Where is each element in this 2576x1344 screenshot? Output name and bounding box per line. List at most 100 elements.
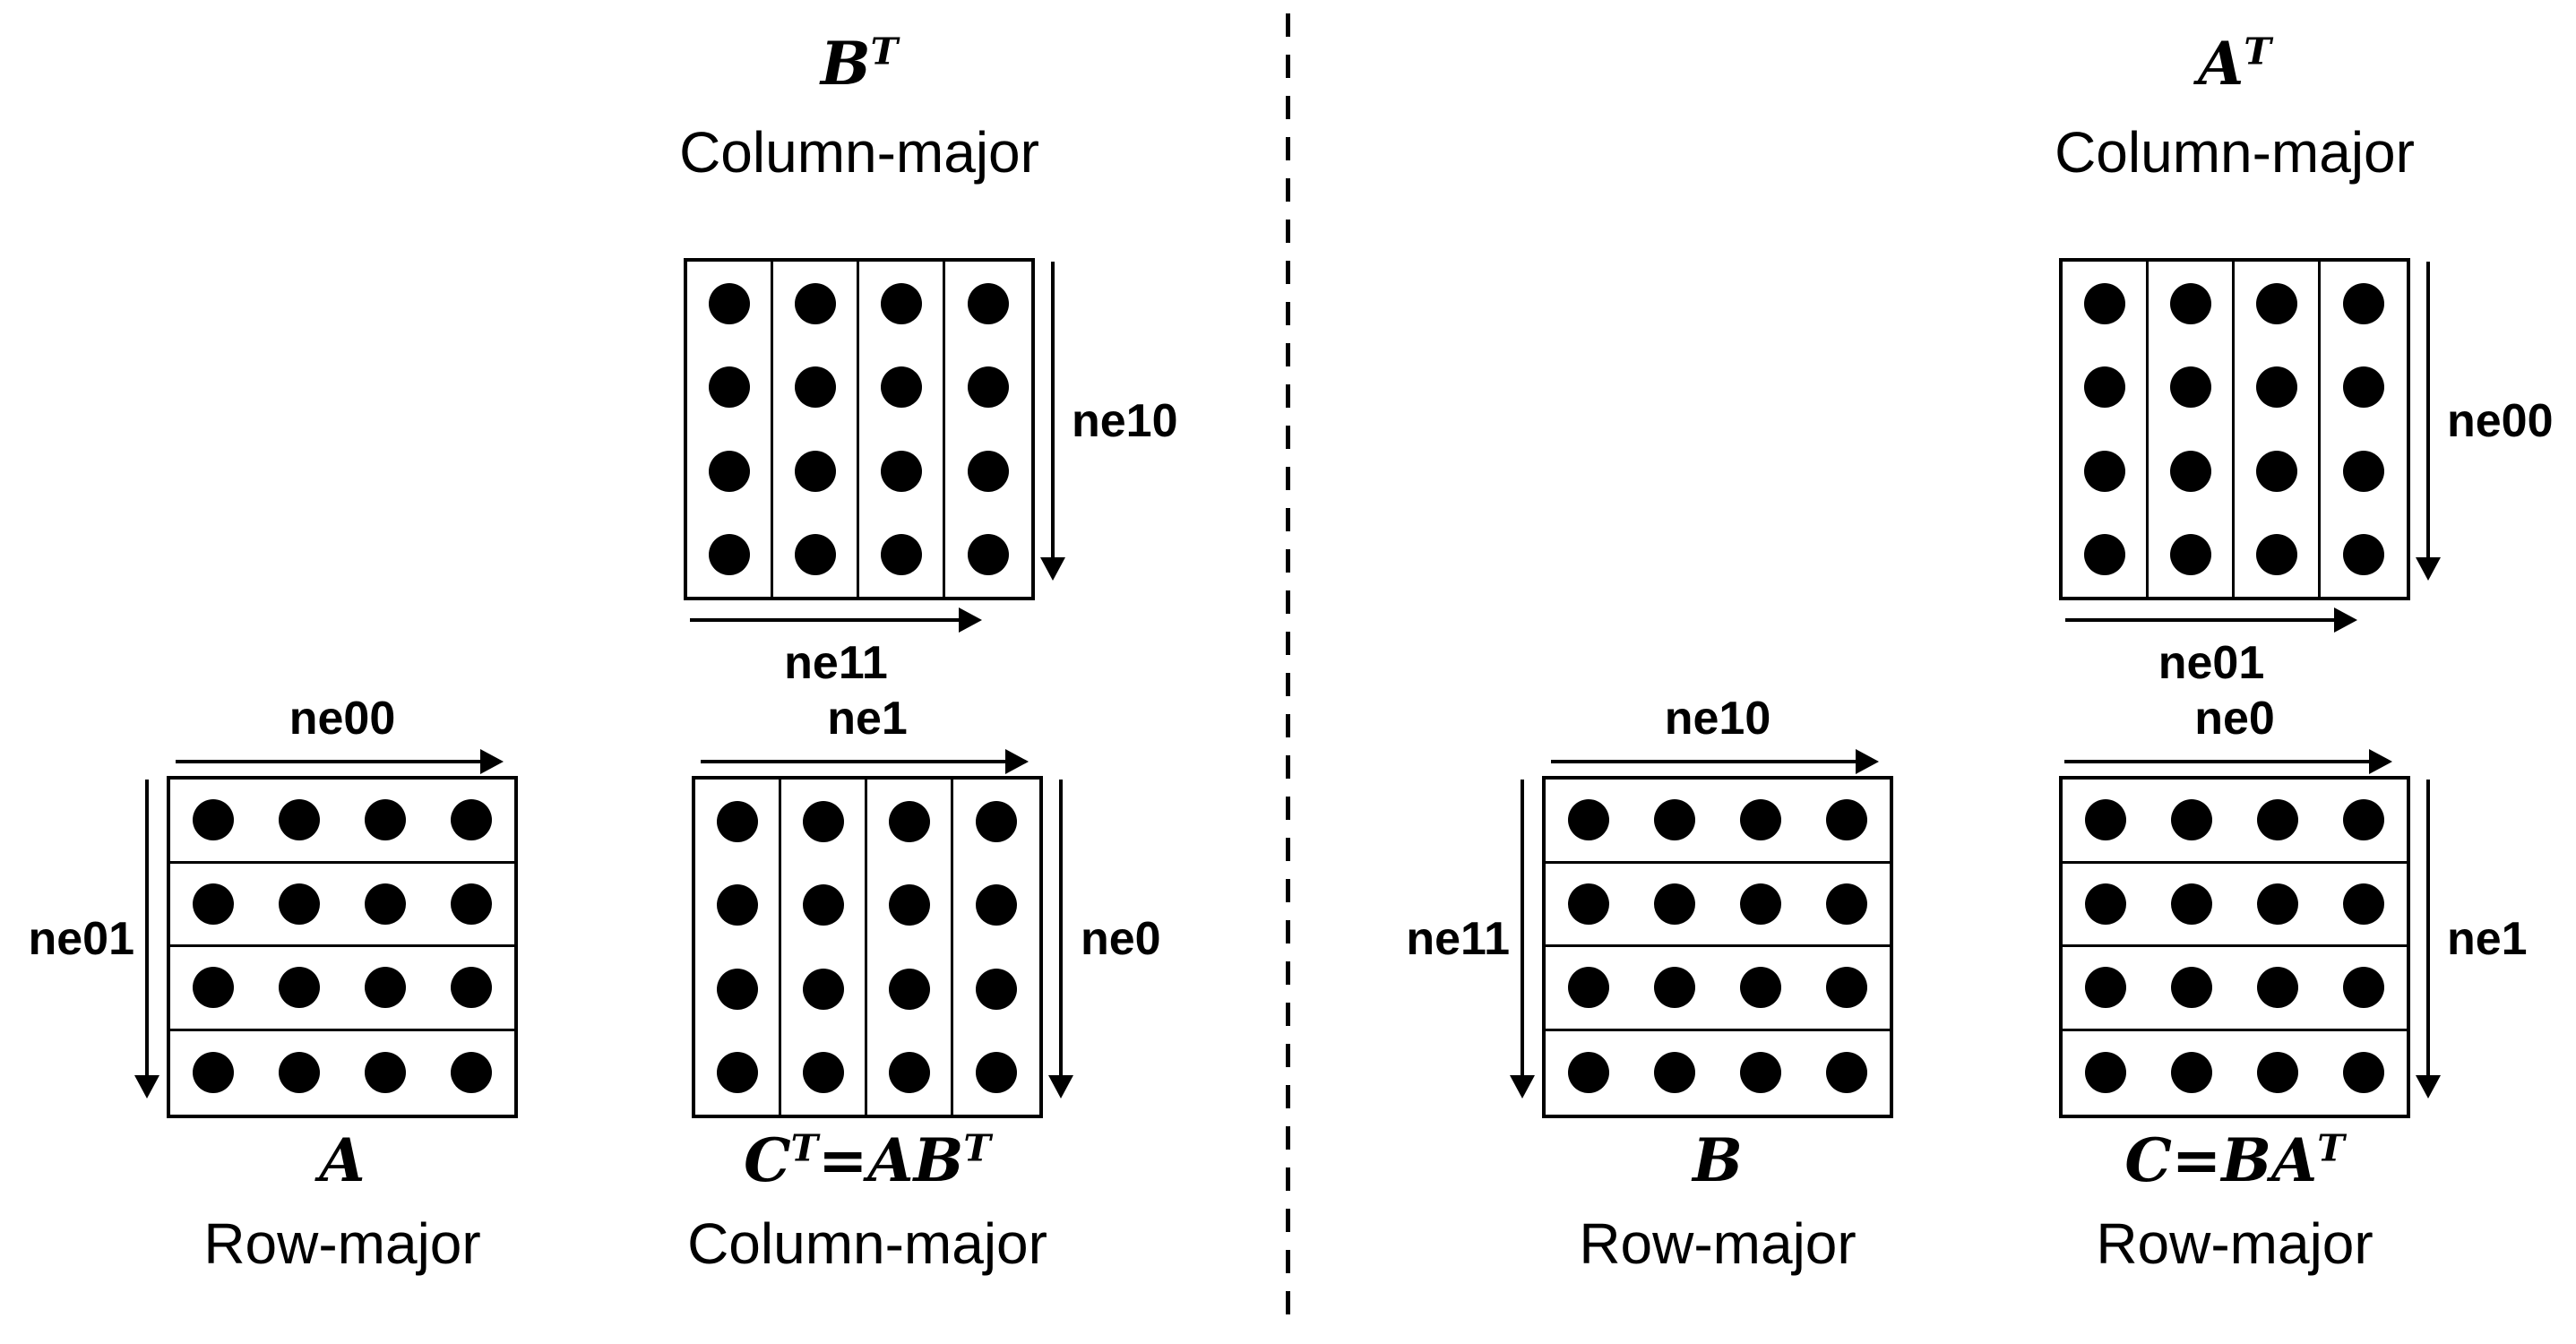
matrix-element-dot [193,1052,234,1094]
dim-label-ne10: ne10 [1664,693,1771,745]
matrix-row-strip [170,864,514,947]
dim-label-ne11: ne11 [784,637,888,689]
matrix-row-strip [1546,780,1890,864]
arrow-down-icon [1051,262,1055,557]
matrix-element-dot [193,883,234,925]
matrix-column-strip [687,262,773,597]
matrix-element-dot [2257,967,2298,1009]
matrix-element-dot [1568,1052,1609,1094]
matrix-row-strip [2063,864,2407,947]
matrix-element-dot [888,968,930,1010]
matrix-element-dot [2343,967,2384,1009]
matrix-element-dot [1826,883,1867,925]
dim-label-ne0: ne0 [1081,913,1161,965]
matrix-grid [167,776,518,1118]
matrix-element-dot [2085,967,2126,1009]
matrix-row-strip [170,947,514,1031]
matrix-element-dot [2255,282,2297,324]
matrix-element-dot [2171,967,2212,1009]
matrix-column-strip [2063,262,2149,597]
matrix-element-dot [802,1052,844,1094]
matrix-row-strip [1546,1031,1890,1116]
matrix-element-dot [2343,366,2384,409]
storage-order-label: Column-major [687,1211,1047,1276]
storage-order-label: Column-major [679,120,1039,185]
matrix-element-dot [2171,883,2212,925]
matrix-grid [692,776,1043,1118]
matrix-element-dot [1740,883,1781,925]
matrix-element-dot [2343,883,2384,925]
matrix-element-dot [880,450,922,492]
matrix-name-label: BT [820,29,899,99]
matrix-element-dot [888,800,930,842]
matrix-name-label: AT [2198,29,2271,99]
matrix-row-strip [2063,947,2407,1031]
matrix-column-strip [953,780,1039,1115]
matrix-element-dot [716,1052,758,1094]
matrix-element-dot [880,366,922,409]
matrix-column-strip [867,780,953,1115]
matrix-element-dot [968,450,1009,492]
matrix-element-dot [2169,534,2211,576]
matrix-column-strip [2235,262,2321,597]
matrix-element-dot [279,1052,320,1094]
matrix-element-dot [2085,883,2126,925]
matrix-element-dot [2169,450,2211,492]
matrix-element-dot [1654,883,1695,925]
matrix-element-dot [968,534,1009,576]
matrix-name-label: A [319,1125,366,1195]
matrix-element-dot [365,967,406,1009]
matrix-element-dot [2343,1052,2384,1094]
matrix-element-dot [1568,799,1609,841]
matrix-name-label: CT=ABT [744,1125,991,1195]
arrow-right-icon [701,760,1005,763]
matrix-element-dot [880,282,922,324]
matrix-column-strip [773,262,859,597]
matrix-grid [2059,258,2410,600]
matrix-row-strip [2063,780,2407,864]
matrix-element-dot [716,968,758,1010]
storage-order-label: Row-major [1579,1211,1857,1276]
divider-dashed-line [1286,13,1290,1331]
matrix-row-strip [1546,947,1890,1031]
matrix-element-dot [976,1052,1017,1094]
matrix-element-dot [365,1052,406,1094]
matrix-element-dot [2255,450,2297,492]
matrix-element-dot [2083,282,2125,324]
arrow-down-icon [1059,780,1063,1075]
matrix-element-dot [1826,967,1867,1009]
matrix-element-dot [2171,799,2212,841]
arrow-right-icon [1551,760,1856,763]
matrix-element-dot [802,884,844,926]
dim-label-ne1: ne1 [2447,913,2528,965]
matrix-element-dot [794,366,836,409]
dim-label-ne1: ne1 [827,693,908,745]
arrow-right-icon [176,760,480,763]
matrix-grid [684,258,1035,600]
dim-label-ne10: ne10 [1072,395,1178,447]
matrix-element-dot [2171,1052,2212,1094]
matrix-row-strip [2063,1031,2407,1116]
matrix-element-dot [2343,282,2384,324]
matrix-element-dot [2085,1052,2126,1094]
arrow-down-icon [145,780,149,1075]
matrix-element-dot [2257,799,2298,841]
matrix-element-dot [708,366,750,409]
matrix-element-dot [193,799,234,841]
matrix-element-dot [2083,450,2125,492]
dim-label-ne01: ne01 [28,913,134,965]
matrix-element-dot [1568,967,1609,1009]
matrix-element-dot [2083,366,2125,409]
dim-label-ne11: ne11 [1406,913,1510,965]
matrix-element-dot [2255,366,2297,409]
matrix-element-dot [1826,799,1867,841]
arrow-down-icon [2426,262,2430,557]
matrix-element-dot [794,282,836,324]
matrix-element-dot [2169,282,2211,324]
matrix-element-dot [1740,1052,1781,1094]
matrix-element-dot [976,884,1017,926]
storage-order-label: Row-major [203,1211,481,1276]
matrix-row-strip [170,1031,514,1116]
matrix-element-dot [708,534,750,576]
